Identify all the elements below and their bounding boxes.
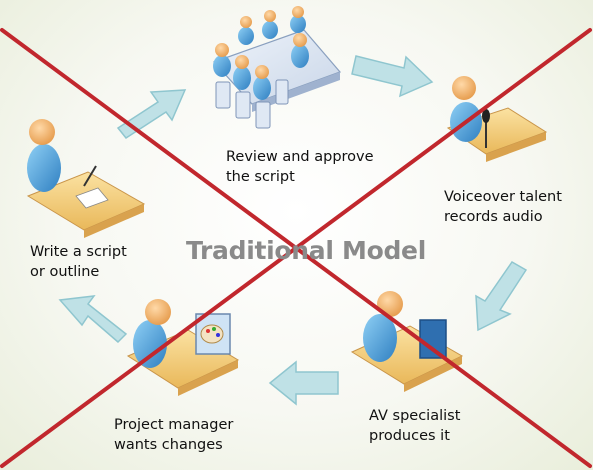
meeting-table-people-icon [212,6,342,129]
microphone-talent-icon [446,76,548,162]
arrow-pm-to-write [58,295,128,344]
crossed-out-mark [0,28,592,468]
computer-workstation-icon [350,291,464,392]
diagram-title: Traditional Model [186,236,426,265]
arrow-av-to-pm [268,360,339,406]
arrow-voiceover-to-av [475,261,528,332]
arrow-review-to-voiceover [351,55,434,98]
arrow-write-to-review [116,89,187,139]
artist-palette-workstation-icon [126,299,240,396]
writing-desk-icon [26,119,146,238]
